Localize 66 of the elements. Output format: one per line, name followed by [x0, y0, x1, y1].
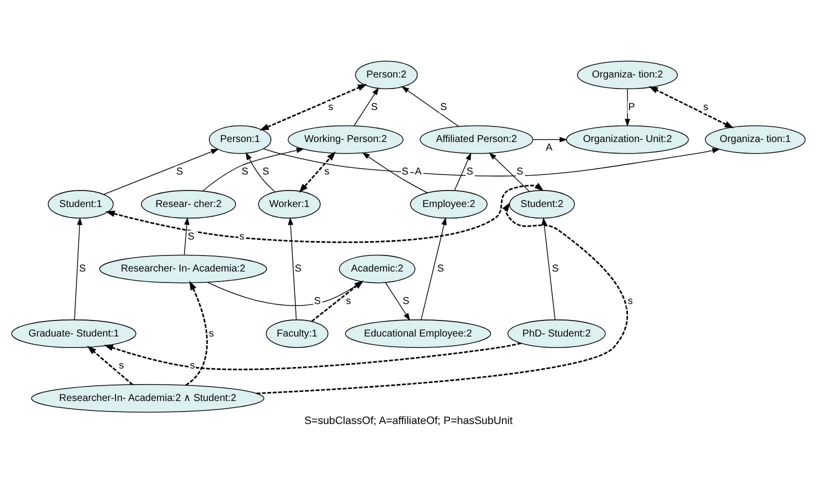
edge-label: S: [402, 166, 408, 178]
arrow: [454, 152, 472, 190]
arrow: [185, 280, 208, 386]
node-ellipse: Affiliated Person:2: [420, 124, 534, 154]
node-ellipse: Faculty:1: [266, 318, 328, 348]
edge-label: S: [262, 166, 270, 178]
arrow: [87, 345, 133, 385]
edge-label: P: [628, 101, 635, 112]
edge-label: s: [328, 101, 334, 112]
node-ellipse: Researcher- In- Academia:2: [99, 254, 268, 283]
arrow: [256, 202, 628, 394]
arrow: [207, 280, 362, 306]
edge-label: S: [242, 166, 248, 178]
arrow: [401, 86, 460, 126]
node-ellipse: Student:2: [509, 190, 575, 218]
edge-label: S: [176, 166, 183, 178]
edge-label: S: [294, 263, 302, 274]
edge-label: s: [208, 328, 214, 339]
arrow: [104, 148, 219, 194]
node-ellipse: Educational Employee:2: [344, 318, 491, 348]
arrow: [288, 216, 297, 320]
edge-label: s: [190, 360, 196, 372]
edge-label: s: [703, 101, 708, 112]
edge-label: s: [628, 295, 633, 306]
arrow: [74, 216, 82, 320]
node-ellipse: PhD- Student:2: [507, 318, 606, 348]
arrow: [648, 86, 734, 128]
edge-label: A: [414, 166, 422, 178]
node-ellipse: Person:2: [355, 60, 418, 89]
edge-label: S: [371, 101, 378, 112]
node-ellipse: Academic:2: [338, 254, 416, 283]
node-ellipse: Student:1: [48, 190, 114, 218]
arrow: [202, 147, 304, 191]
node-ellipse: Worker:1: [258, 190, 321, 218]
edge-label: S: [79, 263, 86, 274]
edge-label: s: [324, 166, 330, 178]
edge-label: S: [437, 263, 444, 274]
edge-label: s: [239, 230, 244, 242]
node-ellipse: Graduate- Student:1: [11, 318, 136, 348]
edge-label: S: [552, 263, 559, 274]
arrow: [624, 88, 630, 126]
node-ellipse: Resear- cher:2: [141, 190, 236, 218]
arrow: [362, 152, 428, 193]
arrow: [542, 216, 556, 320]
arrow: [488, 152, 530, 192]
node-ellipse: Researcher-In- Academia:2 ∧ Student:2: [31, 384, 264, 412]
arrow: [298, 151, 336, 192]
edge-label: S: [440, 101, 447, 112]
arrow: [263, 147, 720, 176]
arrow: [260, 84, 368, 130]
caption: S=subClassOf; A=affiliateOf; P=hasSubUnit: [304, 414, 513, 426]
arrow: [184, 216, 190, 255]
edge-label: S: [516, 166, 524, 178]
node-ellipse: Organiza- tion:2: [577, 60, 678, 89]
node-ellipse: Organization- Unit:2: [566, 124, 689, 154]
node-ellipse: Employee:2: [410, 190, 488, 218]
arrow: [104, 342, 522, 370]
edge-label: S: [402, 295, 410, 306]
arrow: [532, 136, 568, 142]
edge-label: s: [346, 295, 351, 306]
edge-label: S: [188, 230, 194, 242]
arrow: [246, 152, 276, 192]
edge-label: S: [466, 166, 474, 178]
edge-label: s: [118, 360, 124, 372]
edge-label: A: [546, 142, 552, 154]
edge-label: S: [314, 295, 321, 306]
